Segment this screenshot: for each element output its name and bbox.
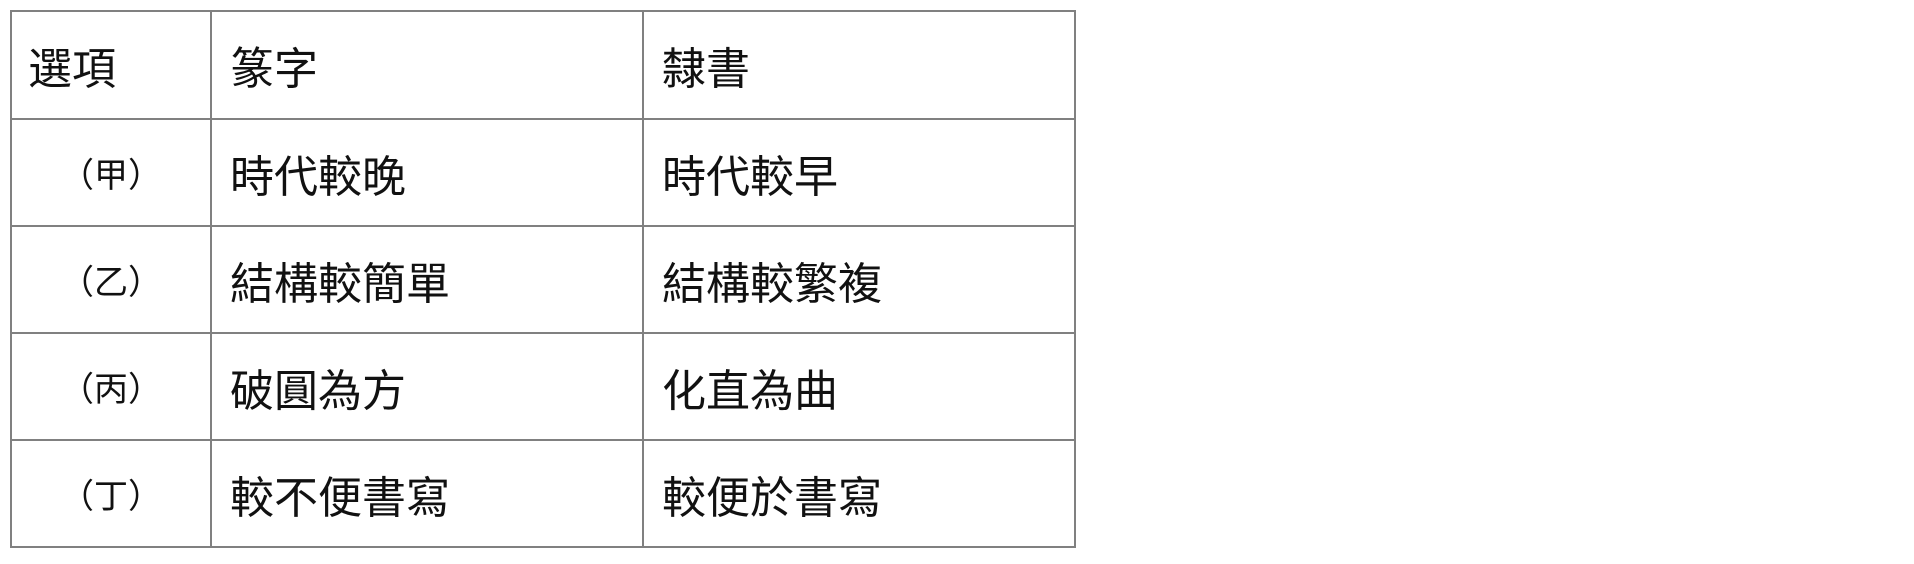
option-label: （丁）	[10, 439, 212, 548]
zhuan-cell: 結構較簡單	[210, 225, 644, 334]
zhuan-cell: 時代較晚	[210, 118, 644, 227]
zhuan-cell: 破圓為方	[210, 332, 644, 441]
table-row: （乙） 結構較簡單 結構較繁複	[10, 225, 1076, 334]
table-row: （丙） 破圓為方 化直為曲	[10, 332, 1076, 441]
zhuan-cell: 較不便書寫	[210, 439, 644, 548]
header-option: 選項	[10, 10, 212, 120]
header-zhuan: 篆字	[210, 10, 644, 120]
table-header-row: 選項 篆字 隸書	[10, 10, 1076, 120]
option-label: （乙）	[10, 225, 212, 334]
li-cell: 結構較繁複	[642, 225, 1076, 334]
table-row: （丁） 較不便書寫 較便於書寫	[10, 439, 1076, 548]
option-label: （丙）	[10, 332, 212, 441]
option-label: （甲）	[10, 118, 212, 227]
li-cell: 較便於書寫	[642, 439, 1076, 548]
li-cell: 化直為曲	[642, 332, 1076, 441]
li-cell: 時代較早	[642, 118, 1076, 227]
header-li: 隸書	[642, 10, 1076, 120]
table-row: （甲） 時代較晚 時代較早	[10, 118, 1076, 227]
comparison-table: 選項 篆字 隸書 （甲） 時代較晚 時代較早 （乙） 結構較簡單 結構較繁複 （…	[10, 10, 1076, 548]
